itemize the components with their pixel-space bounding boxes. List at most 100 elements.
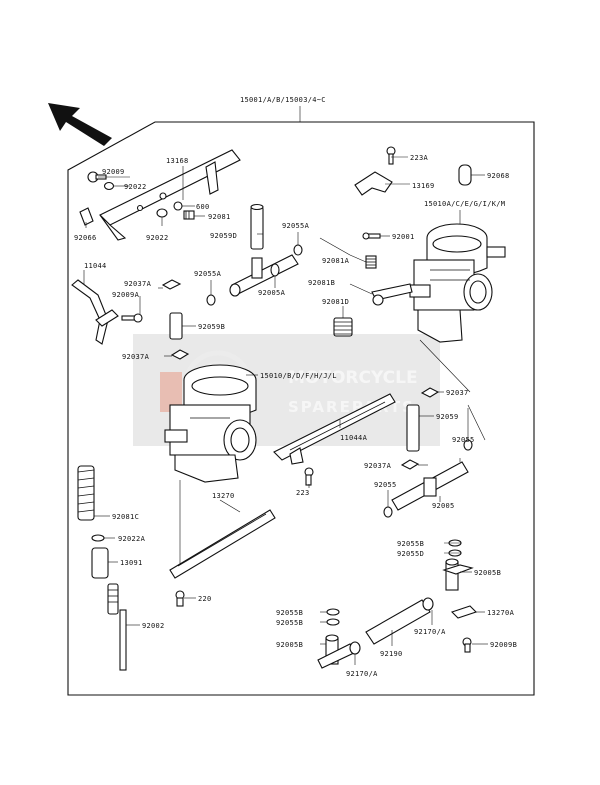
label-92005: 92005 — [432, 502, 455, 510]
label-92001: 92001 — [392, 233, 415, 241]
label-92009b: 92009B — [490, 641, 517, 649]
label-92068: 92068 — [487, 172, 510, 180]
carburetor-15010b — [164, 364, 257, 483]
label-11044a: 11044A — [340, 434, 368, 442]
tube-92190 — [365, 599, 431, 645]
o-ring-92055a-top — [293, 244, 303, 256]
label-13270a: 13270A — [487, 609, 515, 617]
label-220: 220 — [198, 595, 212, 603]
label-92081b: 92081B — [308, 279, 335, 287]
hose-92059-right — [406, 404, 420, 452]
part-labels: 13168 92009 92022 600 92081 92066 92022 … — [74, 154, 517, 678]
label-92005b: 92005B — [474, 569, 501, 577]
label-92055b-r1: 92055B — [397, 540, 424, 548]
label-92170a-left: 92170/A — [346, 670, 378, 678]
label-92081: 92081 — [208, 213, 231, 221]
pipe-92005 — [391, 461, 469, 511]
label-13270: 13270 — [212, 492, 235, 500]
cap-92037a-top — [161, 279, 182, 290]
clip-92066 — [79, 207, 94, 226]
label-92055: 92055 — [452, 436, 475, 444]
clamp-92170a-left — [349, 641, 361, 655]
screw-92002 — [107, 583, 127, 671]
label-92059d: 92059D — [210, 232, 237, 240]
label-92055a-mid: 92055A — [194, 270, 222, 278]
screw-223a — [386, 146, 396, 165]
fitting-92005a — [229, 254, 299, 297]
label-600: 600 — [196, 203, 210, 211]
bolt-92009a — [121, 313, 143, 323]
label-92055-low: 92055 — [374, 481, 397, 489]
direction-arrow-icon — [48, 103, 112, 146]
label-223a: 223A — [410, 154, 429, 162]
label-15010b: 15010/B/D/F/H/J/L — [260, 372, 337, 380]
label-15010a: 15010A/C/E/G/I/K/M — [424, 200, 505, 208]
screw-92001 — [362, 232, 381, 240]
label-92009: 92009 — [102, 168, 125, 176]
label-11044: 11044 — [84, 262, 107, 270]
label-92059b: 92059B — [198, 323, 225, 331]
spring-92081b — [371, 283, 413, 306]
label-92022-a: 92022 — [124, 183, 147, 191]
label-92022-b: 92022 — [146, 234, 169, 242]
watermark-line1: MOTORCYCLE — [288, 368, 418, 388]
o-ring-92055b-l1 — [326, 608, 340, 616]
o-ring-92055b-l2 — [326, 618, 340, 626]
label-92081d: 92081D — [322, 298, 349, 306]
fitting-92005b-right — [442, 558, 474, 591]
cap-92037a-mid — [170, 349, 190, 360]
bolt-92009b — [462, 637, 472, 653]
spring-92081-small — [183, 210, 195, 220]
o-ring-92055-low — [383, 506, 393, 518]
label-13169: 13169 — [412, 182, 435, 190]
label-13168: 13168 — [166, 157, 189, 165]
holder-13091 — [91, 547, 109, 579]
bracket-13168 — [99, 149, 241, 241]
clamp-92170a-right — [422, 597, 434, 611]
label-92081a: 92081A — [322, 257, 350, 265]
label-92037a-mid: 92037A — [122, 353, 150, 361]
hose-92059b — [169, 312, 183, 340]
spring-92081d — [333, 317, 353, 337]
label-92190: 92190 — [380, 650, 403, 658]
leader-lines — [83, 156, 488, 665]
label-92022a-low: 92022A — [118, 535, 146, 543]
ball-600 — [173, 201, 183, 211]
screw-223 — [304, 467, 314, 486]
cap-92037a-low — [400, 459, 420, 470]
label-13091: 13091 — [120, 559, 143, 567]
bracket-13270a — [450, 605, 478, 619]
screw-220 — [175, 590, 185, 607]
label-92037: 92037 — [446, 389, 469, 397]
label-92055d: 92055D — [397, 550, 424, 558]
carburetor-15010a — [409, 223, 506, 343]
plate-13270 — [169, 509, 276, 579]
washer-92022a — [91, 534, 105, 542]
assembly-part-number: 15001/A/B/15003/4~C — [240, 96, 326, 104]
bracket-11044 — [71, 279, 119, 345]
label-92009a: 92009A — [112, 291, 140, 299]
label-92005b-left: 92005B — [276, 641, 303, 649]
washer-92022-upper — [103, 181, 115, 191]
o-ring-92055a-mid — [206, 294, 216, 306]
cap-92068 — [458, 164, 472, 186]
hose-92059d — [250, 203, 264, 250]
label-92002: 92002 — [142, 622, 165, 630]
label-92059: 92059 — [436, 413, 459, 421]
label-92005a: 92005A — [258, 289, 286, 297]
label-92055a-top: 92055A — [282, 222, 310, 230]
label-223: 223 — [296, 489, 310, 497]
label-92170a-right: 92170/A — [414, 628, 446, 636]
label-92037a-low: 92037A — [364, 462, 392, 470]
label-92055b-l2: 92055B — [276, 619, 303, 627]
label-92055b-l1: 92055B — [276, 609, 303, 617]
bracket-11044a — [273, 393, 396, 465]
label-92037a-top: 92037A — [124, 280, 152, 288]
washer-92022-lower — [156, 208, 168, 218]
spring-92081c — [77, 465, 95, 521]
spring-92081a — [365, 255, 377, 269]
diagram-frame — [67, 121, 535, 696]
label-92081c: 92081C — [112, 513, 139, 521]
lever-13169 — [354, 171, 393, 196]
